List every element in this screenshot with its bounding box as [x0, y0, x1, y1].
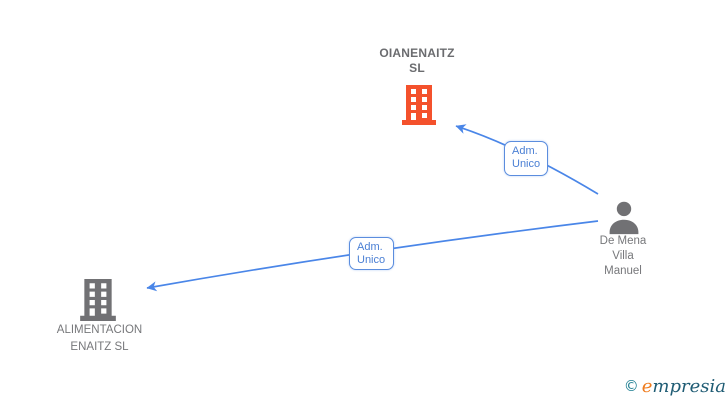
node-company-oianenaitz[interactable]: OIANENAITZ SL — [352, 46, 482, 126]
building-icon — [80, 279, 116, 321]
node-company-alimentacion-enaitz[interactable]: ALIMENTACION ENAITZ SL — [29, 279, 170, 357]
company-name-label: OIANENAITZ SL — [379, 46, 455, 75]
edge-label-adm-unico-bottom[interactable]: Adm. Unico — [349, 237, 394, 270]
company-name-label: ALIMENTACION ENAITZ SL — [56, 324, 143, 353]
brand-rest: mpresia — [652, 376, 726, 397]
node-person-de-mena-villa-manuel[interactable]: De Mena Villa Manuel — [567, 199, 679, 281]
person-name-label: De Mena Villa Manuel — [599, 235, 647, 277]
empresia-logo[interactable]: ©empresia — [624, 376, 726, 397]
edge-label-adm-unico-top[interactable]: Adm. Unico — [504, 141, 548, 176]
brand-initial: e — [641, 376, 653, 397]
copyright-icon: © — [623, 377, 639, 395]
building-icon — [402, 85, 436, 125]
person-icon — [609, 201, 639, 235]
